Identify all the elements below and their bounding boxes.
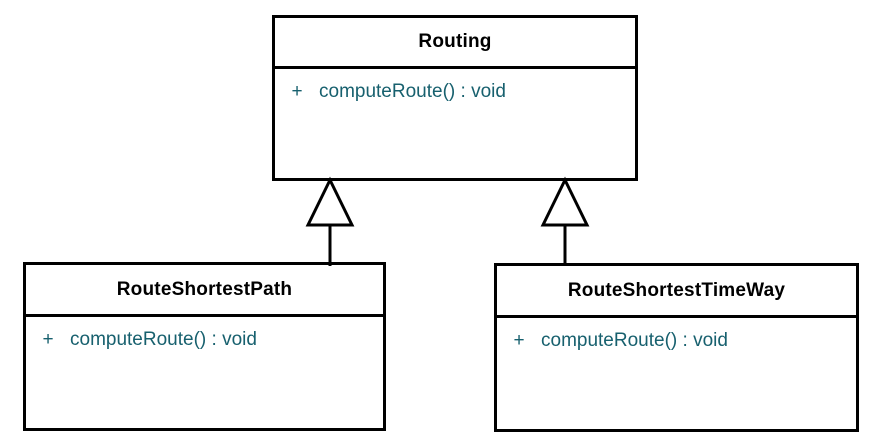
class-operations-compartment-route-shortest-path: + computeRoute() : void: [26, 317, 383, 428]
class-operations-compartment-route-shortest-time-way: + computeRoute() : void: [497, 318, 856, 429]
operation-signature: computeRoute() : void: [541, 330, 728, 351]
class-box-routing[interactable]: Routing + computeRoute() : void: [272, 15, 638, 181]
hollow-triangle-icon: [540, 176, 590, 227]
class-operations-compartment-routing: + computeRoute() : void: [275, 69, 635, 178]
class-member-row: + computeRoute() : void: [26, 328, 383, 352]
generalization-arrow-route-shortest-time-way-to-routing: [535, 176, 595, 266]
class-box-route-shortest-time-way[interactable]: RouteShortestTimeWay + computeRoute() : …: [494, 263, 859, 432]
generalization-arrow-right-icon: [540, 176, 590, 266]
operation-signature: computeRoute() : void: [70, 329, 257, 350]
hollow-triangle-icon: [305, 176, 355, 227]
class-name-route-shortest-time-way: RouteShortestTimeWay: [497, 266, 856, 318]
class-member-row: + computeRoute() : void: [275, 80, 635, 104]
visibility-marker-public: +: [42, 329, 54, 350]
operation-signature: computeRoute() : void: [319, 81, 506, 102]
visibility-marker-public: +: [513, 330, 525, 351]
class-name-route-shortest-path: RouteShortestPath: [26, 265, 383, 317]
generalization-arrow-route-shortest-path-to-routing: [300, 176, 360, 266]
class-member-row: + computeRoute() : void: [497, 329, 856, 353]
class-box-route-shortest-path[interactable]: RouteShortestPath + computeRoute() : voi…: [23, 262, 386, 431]
generalization-arrow-left-icon: [305, 176, 355, 266]
class-name-routing: Routing: [275, 18, 635, 69]
visibility-marker-public: +: [291, 81, 303, 102]
